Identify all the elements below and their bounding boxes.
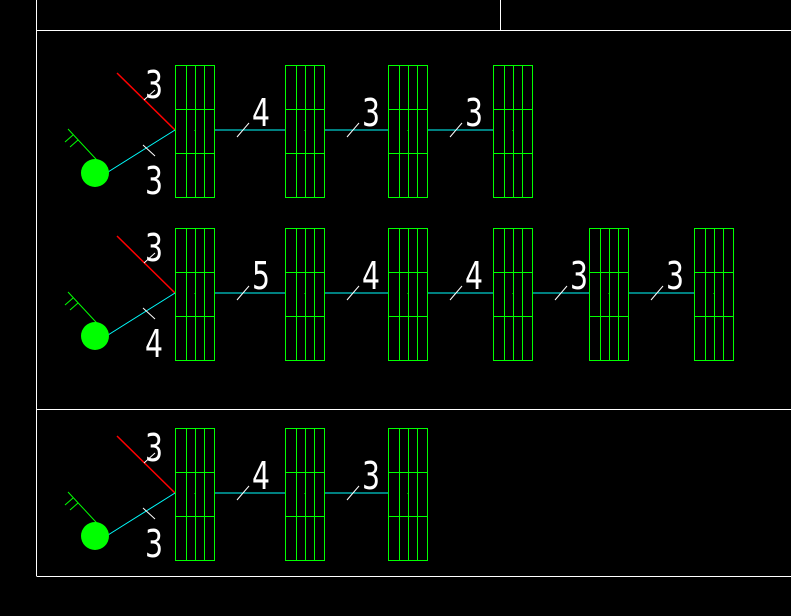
segment-size-label: 3 [666,254,684,298]
pipe-tick-mark [346,122,360,138]
valve-icon [81,322,109,350]
radiator [589,228,629,361]
radiator-centre-dot [304,293,306,294]
pipe-tick-mark [236,285,250,301]
drawing-frame [36,0,791,577]
vent-tick-mark [143,252,156,264]
pipe-tick-mark [650,285,664,301]
radiator [285,228,325,361]
segment-size-label: 4 [465,254,483,298]
radiator-centre-dot [194,130,196,131]
vent-tick-mark [143,89,156,101]
radiator [694,228,734,361]
radiator-centre-dot [304,130,306,131]
radiator-centre-dot [608,293,610,294]
supply-tick-mark [142,307,156,320]
segment-size-label: 4 [252,91,270,135]
radiator-centre-dot [194,493,196,494]
vent-line [116,435,176,494]
valve-handle [69,302,79,311]
segment-size-label: 3 [362,91,380,135]
segment-size-label: 5 [252,254,270,298]
radiator [388,65,428,198]
supply-branch [107,292,176,336]
pipe-tick-mark [236,122,250,138]
segment-size-label: 4 [252,454,270,498]
vent-size-label: 3 [145,226,163,270]
radiator-centre-dot [407,130,409,131]
pipe-tick-mark [449,122,463,138]
valve-handle [69,139,79,148]
radiator-row-2: 3 4 5 4 4 3 3 [64,226,734,366]
valve-assembly [64,435,176,550]
pipe-tick-mark [554,285,568,301]
supply-size-label: 3 [145,159,163,203]
radiator-centre-dot [304,493,306,494]
pipe-tick-mark [449,285,463,301]
radiator-centre-dot [512,130,514,131]
valve-handle [64,297,74,306]
valve-assembly [64,72,176,187]
supply-tick-mark [142,507,156,520]
valve-handle [64,134,74,143]
vent-size-label: 3 [145,63,163,107]
valve-icon [81,522,109,550]
pipe-tick-mark [346,485,360,501]
supply-branch [107,492,176,536]
supply-branch [107,129,176,173]
supply-tick-mark [142,144,156,157]
radiator-centre-dot [512,293,514,294]
valve-handle [64,497,74,506]
vent-size-label: 3 [145,426,163,470]
valve-icon [81,159,109,187]
vent-line [116,235,176,294]
supply-size-label: 3 [145,522,163,566]
segment-size-label: 3 [465,91,483,135]
radiator [388,428,428,561]
pipe-tick-mark [236,485,250,501]
segment-size-label: 4 [362,254,380,298]
radiator [285,428,325,561]
radiator [493,65,533,198]
radiator-row-1: 3 3 4 3 3 [64,63,533,203]
vent-line [116,72,176,131]
radiator-centre-dot [713,293,715,294]
segment-size-label: 3 [362,454,380,498]
radiator [388,228,428,361]
radiator [175,428,215,561]
radiator [493,228,533,361]
radiator-centre-dot [407,493,409,494]
vent-tick-mark [143,452,156,464]
valve-assembly [64,235,176,350]
radiator [175,65,215,198]
radiator-row-3: 3 3 4 3 [64,426,428,566]
supply-size-label: 4 [145,322,163,366]
radiator [175,228,215,361]
radiator-centre-dot [407,293,409,294]
valve-handle [69,502,79,511]
radiator [285,65,325,198]
segment-size-label: 3 [570,254,588,298]
radiator-centre-dot [194,293,196,294]
pipe-tick-mark [346,285,360,301]
